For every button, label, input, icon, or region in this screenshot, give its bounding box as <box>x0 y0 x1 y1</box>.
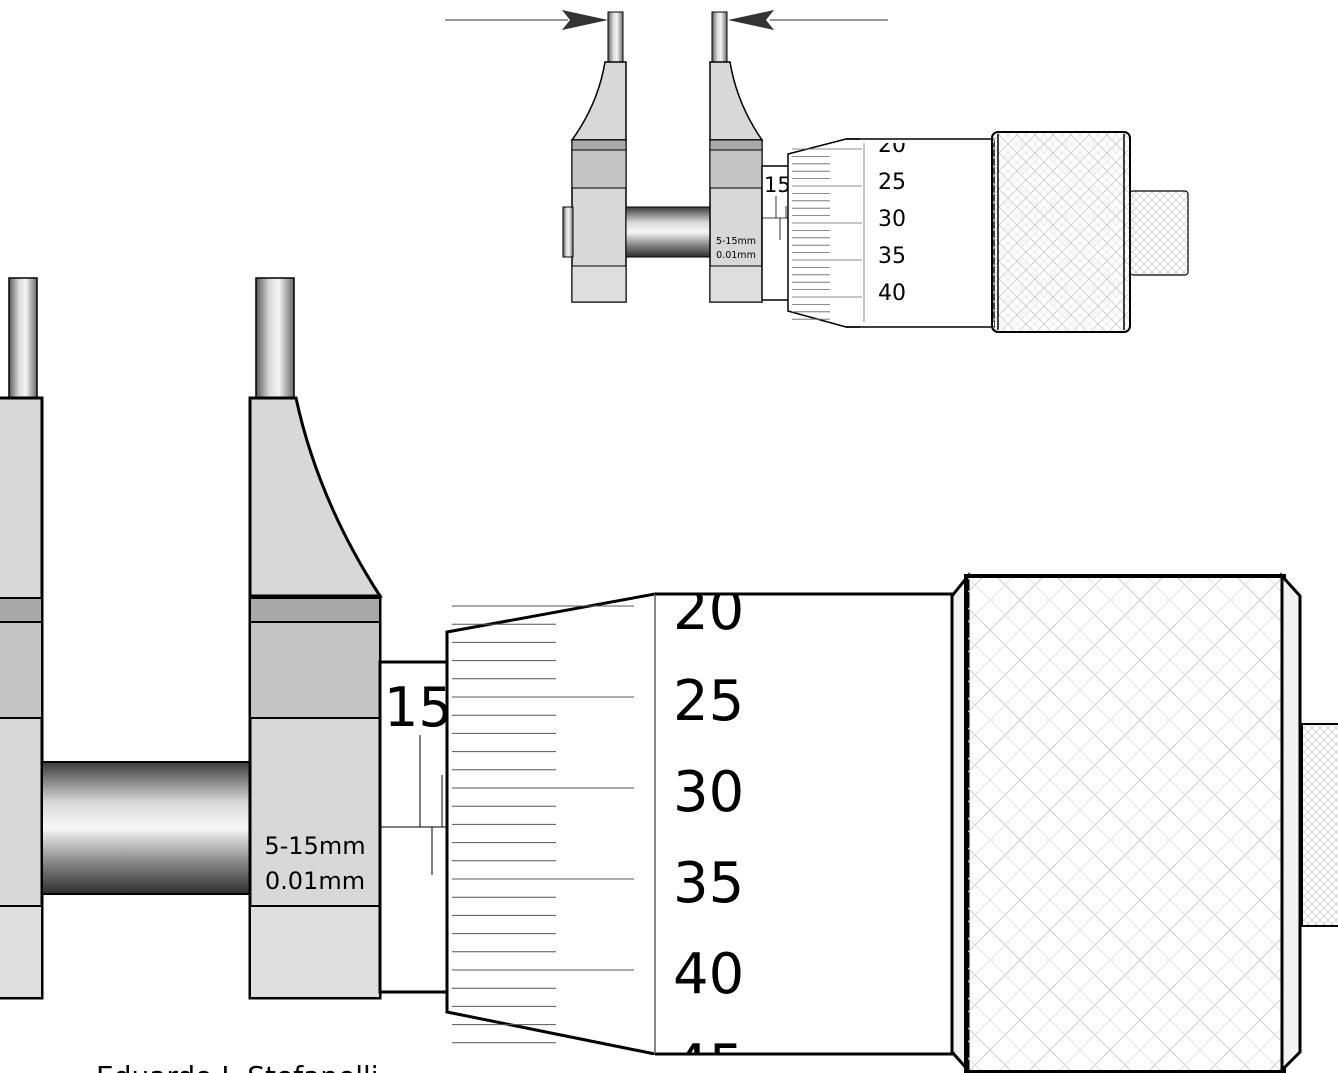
small-thimble-number: 30 <box>878 207 906 232</box>
small-thimble-number: 35 <box>878 244 906 269</box>
small-thimble-number: 25 <box>878 170 906 195</box>
small-resolution-label: 0.01mm <box>716 250 756 261</box>
left-arrowhead <box>562 10 608 30</box>
right-anvil-rod <box>711 11 728 63</box>
zoom-sleeve-value: 15 <box>384 676 453 739</box>
left-jaw-tip <box>570 61 627 141</box>
zoom-ratchet-knob <box>964 574 1286 1073</box>
right-jaw-tip-zoom <box>248 396 383 598</box>
right-anvil-rod-zoom <box>255 277 295 399</box>
small-thimble-number: 40 <box>878 281 906 306</box>
zoom-thimble-number: 25 <box>673 669 744 734</box>
zoom-thimble-number: 35 <box>673 851 744 916</box>
small-ratchet-knob <box>991 131 1131 333</box>
small-thimble-ticks <box>792 148 862 320</box>
right-arrowhead <box>728 10 774 30</box>
small-sleeve-value: 15 <box>764 173 791 197</box>
zoom-model-label: 5-15mm <box>264 832 365 860</box>
small-model-label: 5-15mm <box>716 236 756 247</box>
small-frame-cylinder <box>625 206 711 258</box>
small-micrometer: 5-15mm 0.01mm 15 20 25 30 35 40 <box>445 10 1189 336</box>
right-jaw-tip <box>709 61 764 141</box>
zoom-thimble-number: 30 <box>673 760 744 825</box>
zoom-ratchet-cap <box>1301 723 1338 927</box>
left-anvil-rod <box>607 11 624 63</box>
small-ratchet-cap <box>1129 190 1189 276</box>
author-credit: Eduardo J. Stefanelli <box>96 1060 379 1073</box>
zoom-resolution-label: 0.01mm <box>265 867 365 895</box>
zoom-thimble-ticks <box>452 605 634 1044</box>
zoom-thimble-number: 40 <box>673 942 744 1007</box>
zoomed-micrometer: 5-15mm 0.01mm 15 20 25 30 35 40 45 <box>0 277 1338 1073</box>
left-anvil-rod-zoom <box>8 277 38 399</box>
zoom-knob-right-ring <box>1280 572 1302 1073</box>
frame-cylinder-zoom <box>41 761 253 895</box>
